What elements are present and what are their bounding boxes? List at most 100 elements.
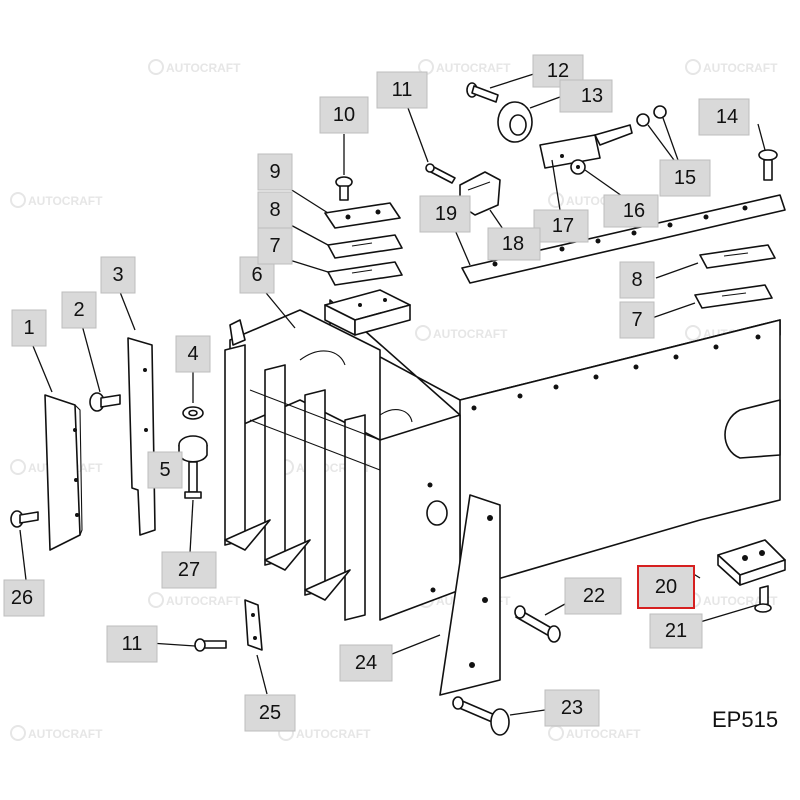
- part-21-bolt: [754, 585, 772, 613]
- part-2-bolt: [89, 392, 121, 412]
- callout-2[interactable]: 2: [61, 291, 97, 329]
- callout-22[interactable]: 22: [564, 577, 622, 615]
- part-20-block: [717, 539, 786, 586]
- callout-3[interactable]: 3: [100, 256, 136, 294]
- part-19-bar: [461, 194, 786, 284]
- callout-7-right[interactable]: 7: [619, 301, 655, 339]
- svg-text:11: 11: [392, 79, 413, 101]
- part-24-plate: [439, 494, 501, 696]
- svg-text:27: 27: [178, 559, 200, 581]
- part-8-shim-right: [699, 244, 776, 269]
- callout-25[interactable]: 25: [244, 694, 296, 732]
- svg-text:1: 1: [23, 317, 34, 339]
- part-4-washer: [182, 406, 204, 420]
- svg-text:AUTOCRAFT: AUTOCRAFT: [28, 727, 103, 741]
- part-16-nut: [570, 159, 586, 175]
- svg-text:22: 22: [583, 585, 605, 607]
- svg-text:AUTOCRAFT: AUTOCRAFT: [566, 727, 641, 741]
- callout-17[interactable]: 17: [533, 209, 589, 243]
- watermark: AUTOCRAFT: [685, 59, 778, 75]
- svg-text:8: 8: [269, 199, 280, 221]
- callout-10[interactable]: 10: [319, 96, 369, 134]
- callout-16[interactable]: 16: [603, 194, 659, 228]
- callout-8[interactable]: 8: [257, 191, 293, 229]
- callout-11[interactable]: 11: [376, 71, 428, 109]
- part-7-shim-right: [694, 284, 773, 309]
- callout-1[interactable]: 1: [11, 309, 47, 347]
- part-22-bolt: [514, 605, 561, 643]
- callout-24[interactable]: 24: [339, 644, 393, 682]
- svg-text:6: 6: [251, 264, 262, 286]
- part-8-shim: [327, 234, 403, 259]
- svg-text:14: 14: [716, 106, 738, 128]
- svg-text:7: 7: [631, 309, 642, 331]
- watermark: AUTOCRAFT: [548, 725, 641, 741]
- svg-text:AUTOCRAFT: AUTOCRAFT: [433, 327, 508, 341]
- part-12-bolt: [466, 82, 499, 103]
- svg-text:16: 16: [623, 200, 645, 222]
- svg-text:AUTOCRAFT: AUTOCRAFT: [296, 727, 371, 741]
- svg-text:8: 8: [631, 269, 642, 291]
- part-17-link: [539, 124, 633, 169]
- svg-text:12: 12: [547, 60, 569, 82]
- svg-text:3: 3: [112, 264, 123, 286]
- part-26-bolt: [10, 510, 39, 528]
- drawing-code-label: EP515: [712, 707, 778, 732]
- part-5-bearing: [178, 435, 208, 463]
- svg-text:4: 4: [187, 343, 198, 365]
- svg-text:24: 24: [355, 652, 377, 674]
- svg-text:23: 23: [561, 697, 583, 719]
- watermark: AUTOCRAFT: [10, 192, 103, 208]
- svg-text:7: 7: [269, 235, 280, 257]
- svg-text:17: 17: [552, 215, 574, 237]
- svg-text:5: 5: [159, 459, 170, 481]
- part-10-bolt: [335, 176, 353, 201]
- callout-9[interactable]: 9: [257, 153, 293, 191]
- svg-text:9: 9: [269, 161, 280, 183]
- part-15-nuts: [636, 105, 667, 127]
- watermark: AUTOCRAFT: [148, 592, 241, 608]
- svg-text:20: 20: [655, 576, 677, 598]
- beam-holes: [427, 334, 761, 593]
- callout-23[interactable]: 23: [544, 689, 600, 727]
- callout-13[interactable]: 13: [559, 79, 613, 113]
- leader-lines: [19, 71, 766, 716]
- part-7-shim: [327, 261, 403, 286]
- part-23-bolt: [452, 696, 510, 736]
- callout-8-right[interactable]: 8: [619, 261, 655, 299]
- svg-text:10: 10: [333, 104, 355, 126]
- svg-text:AUTOCRAFT: AUTOCRAFT: [28, 194, 103, 208]
- part-14-bolt: [758, 149, 778, 181]
- part-3-plate: [127, 337, 156, 536]
- callout-7[interactable]: 7: [257, 227, 293, 265]
- svg-text:AUTOCRAFT: AUTOCRAFT: [166, 594, 241, 608]
- part-13-roller: [497, 101, 533, 143]
- callout-26[interactable]: 26: [3, 579, 45, 617]
- svg-text:19: 19: [435, 203, 457, 225]
- callout-19[interactable]: 19: [419, 195, 471, 233]
- svg-text:11: 11: [122, 633, 143, 655]
- callout-15[interactable]: 15: [659, 159, 711, 197]
- svg-text:18: 18: [502, 233, 524, 255]
- part-27-bolt: [184, 461, 202, 499]
- part-9-plate: [324, 202, 401, 229]
- svg-text:2: 2: [73, 299, 84, 321]
- callout-18[interactable]: 18: [487, 227, 541, 261]
- svg-text:13: 13: [581, 85, 603, 107]
- callouts: 1 2 3 4 5 6 7 8 9 10 11 12 13 14 15 16 1…: [3, 54, 750, 732]
- svg-text:AUTOCRAFT: AUTOCRAFT: [436, 61, 511, 75]
- callout-20-selected[interactable]: 20: [637, 565, 695, 609]
- watermark: AUTOCRAFT: [10, 725, 103, 741]
- part-11-bolt: [425, 163, 456, 184]
- callout-27[interactable]: 27: [161, 551, 217, 589]
- callout-11-lower[interactable]: 11: [106, 625, 158, 663]
- callout-14[interactable]: 14: [698, 98, 750, 136]
- svg-text:26: 26: [11, 587, 33, 609]
- callout-5[interactable]: 5: [147, 451, 183, 489]
- svg-text:15: 15: [674, 167, 696, 189]
- main-frame: [224, 289, 781, 621]
- callout-4[interactable]: 4: [175, 335, 211, 373]
- watermark: AUTOCRAFT: [418, 59, 511, 75]
- callout-21[interactable]: 21: [649, 613, 703, 649]
